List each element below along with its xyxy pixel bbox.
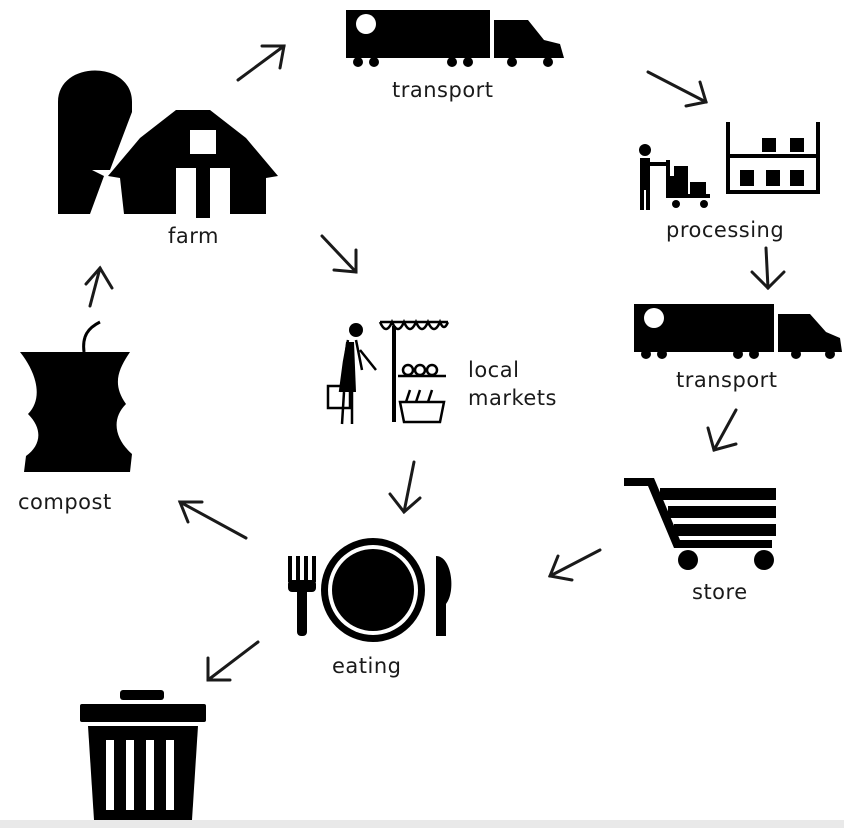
arrow-compost-to-farm — [84, 265, 114, 308]
transport-top-label: transport — [392, 78, 494, 102]
warehouse-worker-icon — [639, 122, 820, 210]
processing-label: processing — [666, 218, 785, 242]
arrow-local-markets-to-eating — [388, 460, 422, 515]
truck-icon — [346, 10, 564, 67]
compost-label: compost — [18, 490, 112, 514]
arrow-farm-to-local-markets — [320, 234, 358, 274]
arrow-eating-to-compost — [177, 500, 248, 540]
truck-icon — [634, 304, 842, 359]
barn-silo-icon — [58, 70, 278, 218]
arrow-transport-to-store — [706, 408, 738, 452]
eating-label: eating — [332, 654, 402, 678]
local-markets-label: local markets — [468, 356, 557, 412]
arrow-processing-to-transport — [750, 246, 786, 291]
bottom-edge — [0, 820, 844, 828]
trash-can-icon — [80, 690, 206, 820]
arrow-transport-to-processing — [646, 70, 708, 108]
market-stall-shopper-icon — [326, 318, 450, 425]
arrow-farm-to-transport — [236, 44, 286, 82]
farm-label: farm — [168, 224, 219, 248]
arrow-store-to-eating — [547, 548, 602, 582]
shopping-cart-icon — [624, 478, 776, 570]
store-label: store — [692, 580, 748, 604]
transport-right-label: transport — [676, 368, 778, 392]
local-markets-line2: markets — [468, 386, 557, 410]
arrow-eating-to-waste — [206, 640, 260, 682]
fork-plate-knife-icon — [288, 538, 452, 642]
local-markets-line1: local — [468, 358, 520, 382]
apple-core-icon — [20, 320, 132, 472]
